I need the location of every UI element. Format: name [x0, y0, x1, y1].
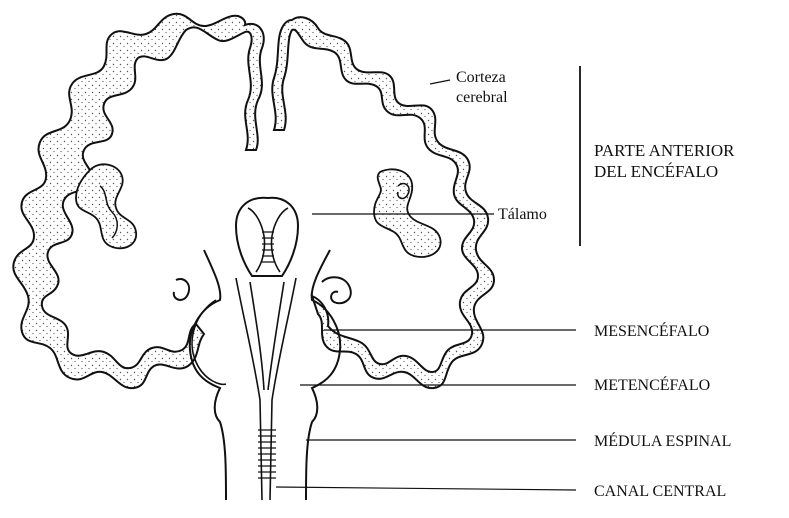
- right-inner-fold: [374, 169, 441, 257]
- leader-canal: [276, 487, 576, 490]
- label-medula-espinal: MÉDULA ESPINAL: [594, 431, 731, 450]
- left-inner-fold: [76, 164, 136, 248]
- brainstem-outline: [190, 250, 340, 500]
- label-parte-anterior-line1: PARTE ANTERIOR: [594, 141, 735, 160]
- left-hemisphere-cortex: [13, 14, 263, 388]
- label-canal-central: CANAL CENTRAL: [594, 483, 726, 500]
- left-lower-curl: [174, 279, 189, 300]
- label-mesencefalo: MESENCÉFALO: [594, 321, 709, 340]
- label-parte-anterior-line2: DEL ENCÉFALO: [594, 162, 718, 181]
- leader-corteza: [430, 80, 450, 84]
- thalamus: [236, 198, 298, 276]
- label-corteza-line2: cerebral: [456, 89, 508, 106]
- label-corteza-line1: Corteza: [456, 69, 506, 86]
- brainstem-tracts: [236, 278, 296, 500]
- label-talamo: Tálamo: [498, 206, 547, 223]
- label-metencefalo: METENCÉFALO: [594, 375, 710, 394]
- right-lower-curl: [322, 277, 351, 303]
